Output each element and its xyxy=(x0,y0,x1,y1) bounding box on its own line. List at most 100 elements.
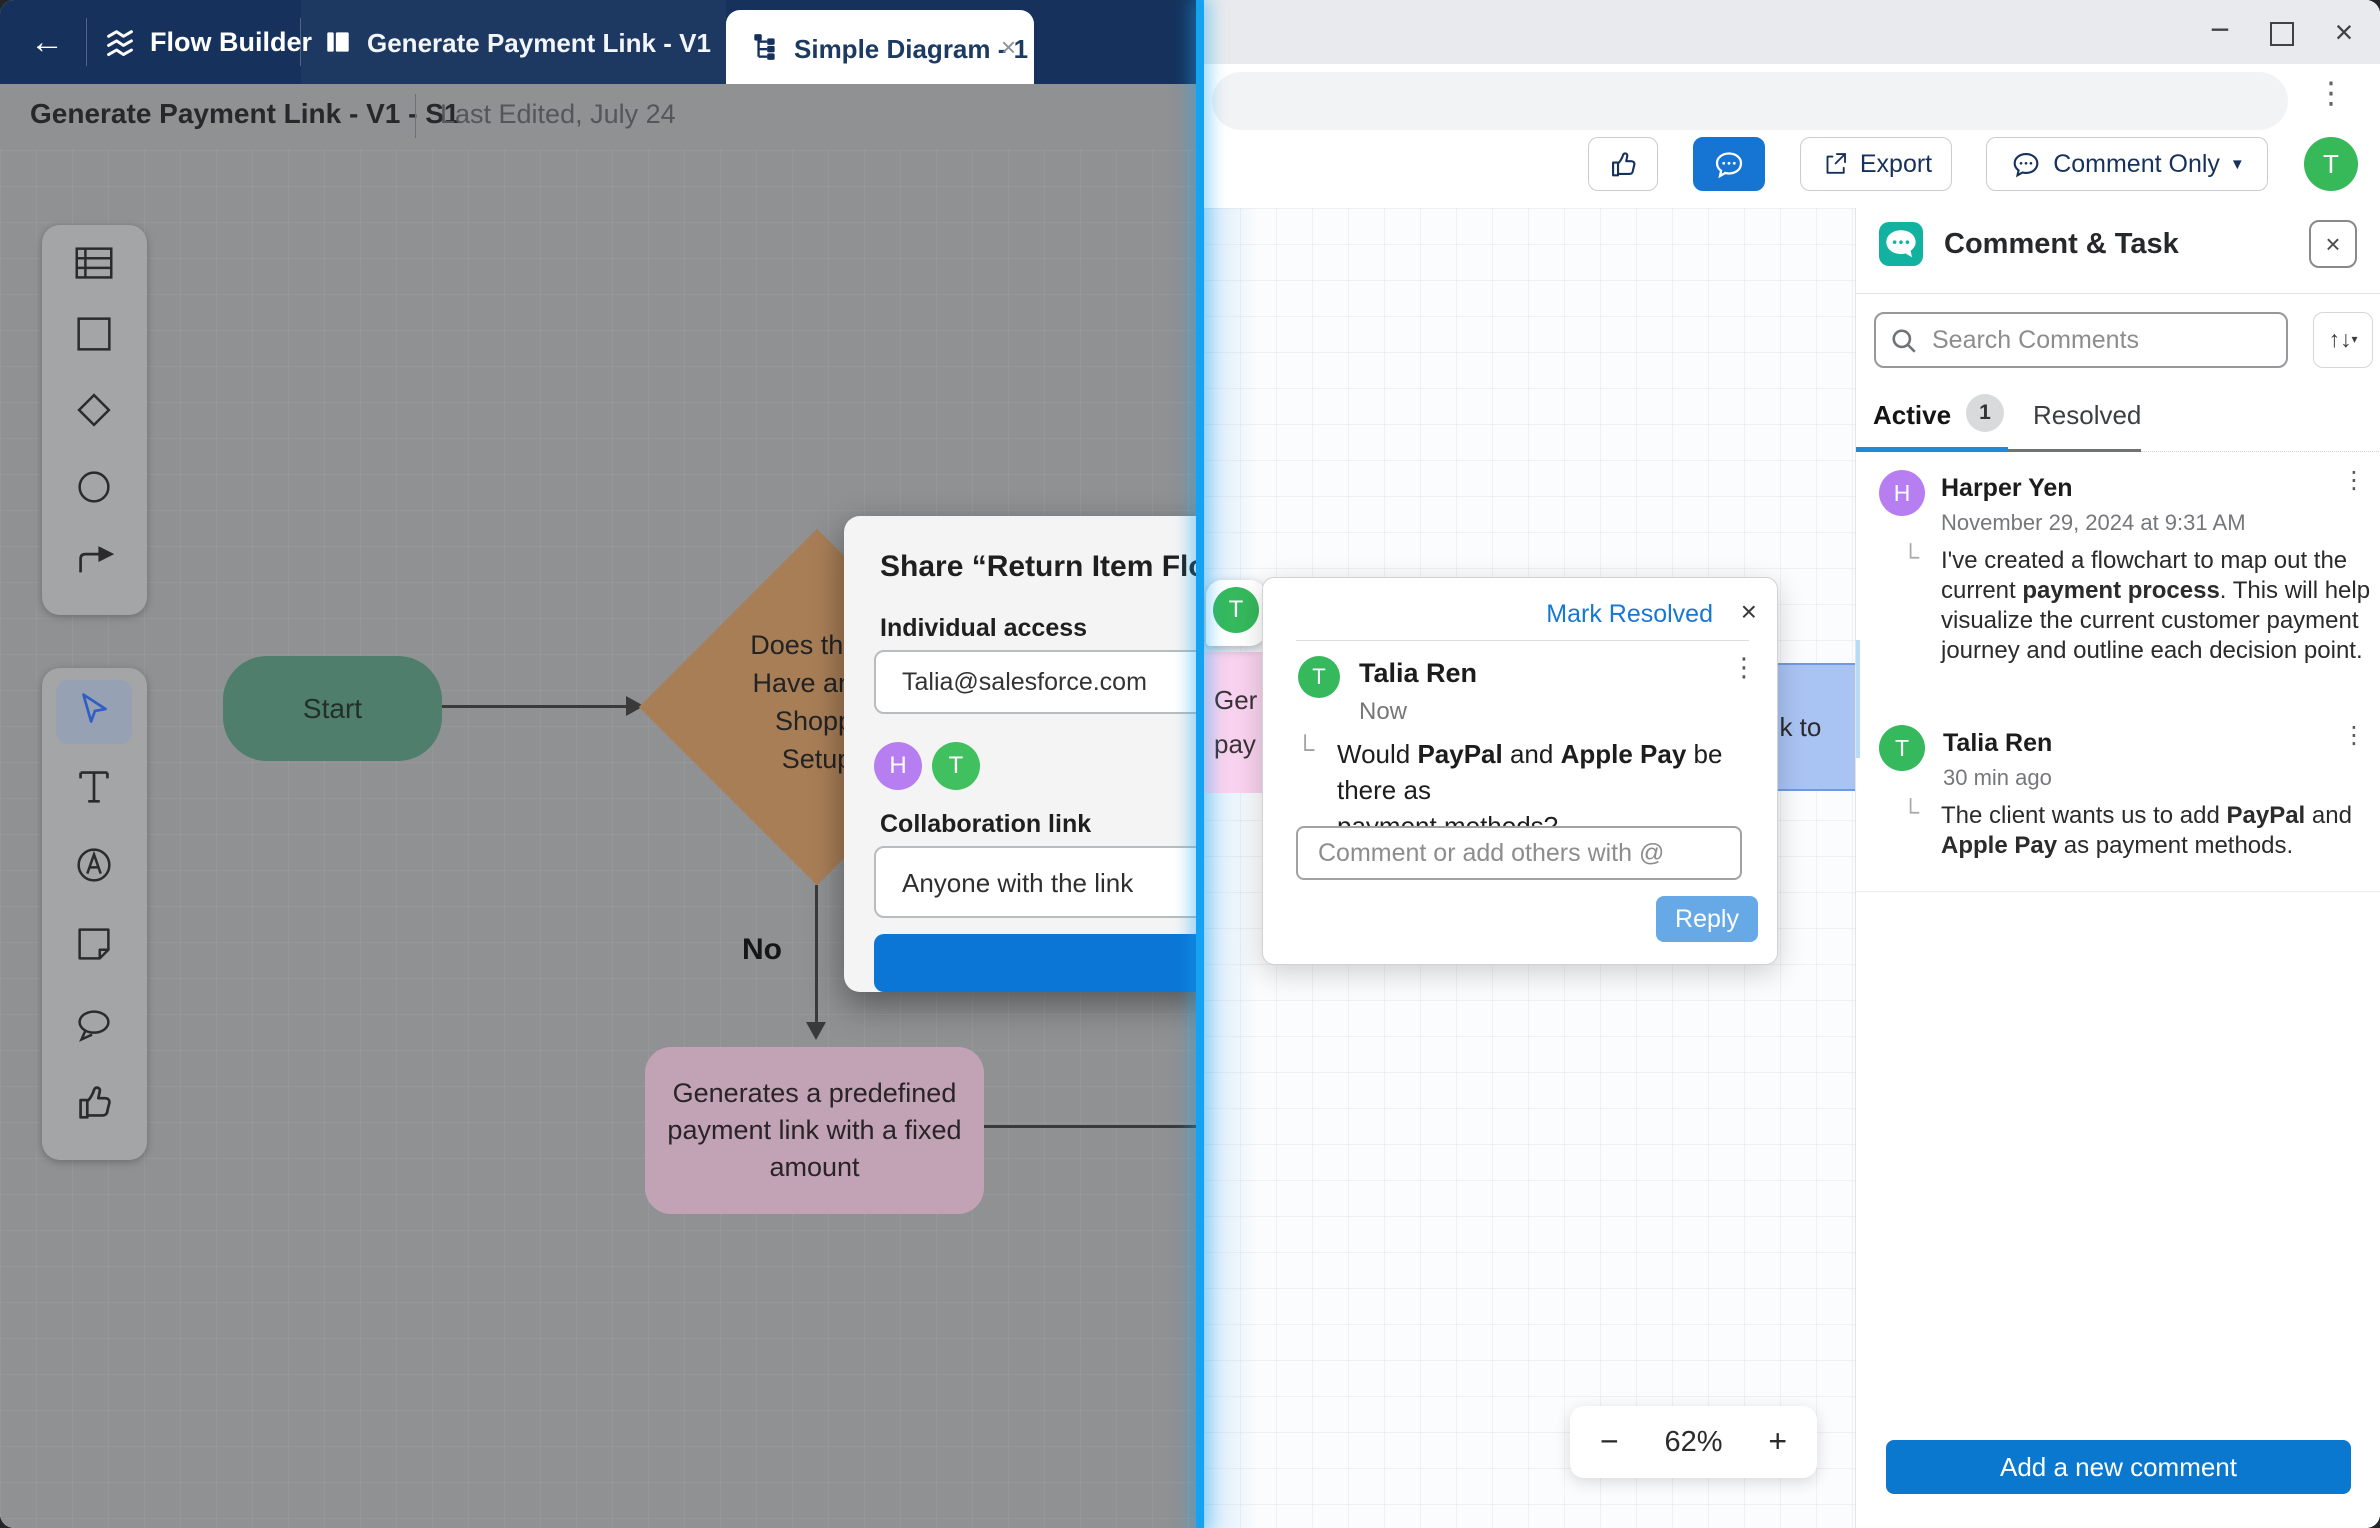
tab-label: Simple Diagram - 1 xyxy=(794,34,1029,64)
panel-title: Comment & Task xyxy=(1944,228,2179,260)
tab-active[interactable]: Active xyxy=(1873,400,1952,430)
popup-divider xyxy=(1296,640,1749,641)
active-count-badge: 1 xyxy=(1966,394,2004,432)
text-tool[interactable] xyxy=(71,763,117,809)
flow-node-start[interactable]: Start xyxy=(223,656,442,761)
zoom-in-button[interactable]: + xyxy=(1768,1423,1787,1459)
comment-menu-icon[interactable]: ⋮ xyxy=(1731,652,1757,682)
comment-body: I've created a flowchart to map out the … xyxy=(1941,547,2371,664)
zoom-control: − 62% + xyxy=(1570,1406,1817,1478)
scroll-indicator xyxy=(1856,640,1860,758)
shape-toolbar xyxy=(42,225,147,615)
flow-node-process[interactable]: Generates a predefined payment link with… xyxy=(645,1047,984,1214)
edit-toolbar xyxy=(42,668,147,1160)
maximize-button[interactable] xyxy=(2256,8,2308,56)
share-dialog-title: Share “Return Item Flow V xyxy=(880,550,1196,583)
flow-edge xyxy=(442,705,628,708)
sticky-note-tool[interactable] xyxy=(71,921,117,967)
resolved-tab-underline xyxy=(2008,449,2141,452)
comment-only-mode-button[interactable]: Comment Only ▼ xyxy=(1986,137,2268,191)
table-shape-tool[interactable] xyxy=(71,241,117,287)
address-bar[interactable] xyxy=(1212,72,2288,130)
left-pane-previous-state: Start Does the S Have an O Shoppi Setup … xyxy=(0,0,1196,1528)
share-submit-button[interactable] xyxy=(874,934,1196,992)
export-button[interactable]: Export xyxy=(1800,137,1952,191)
tab-generate-payment-link[interactable]: Generate Payment Link - V1 xyxy=(301,0,726,84)
subheader-divider xyxy=(415,94,416,138)
back-button[interactable]: ← xyxy=(30,23,64,61)
like-button[interactable] xyxy=(1588,137,1658,191)
close-window-button[interactable]: × xyxy=(2334,14,2354,50)
chevron-down-icon: ▾ xyxy=(2351,332,2358,346)
comment-body: The client wants us to add PayPal and Ap… xyxy=(1941,802,2352,859)
diamond-shape-tool[interactable] xyxy=(71,387,117,433)
collaboration-link-label: Collaboration link xyxy=(880,810,1092,838)
close-panel-button[interactable]: × xyxy=(2309,220,2357,268)
avatar-talia: T xyxy=(932,742,980,790)
link-permission-select[interactable]: Anyone with the link ▼ xyxy=(874,846,1196,918)
comment-pin-marker[interactable]: T xyxy=(1206,580,1266,646)
last-edited-label: Last Edited, July 24 xyxy=(440,99,676,129)
reply-button[interactable]: Reply xyxy=(1656,896,1758,942)
sort-comments-button[interactable]: ↑↓▾ xyxy=(2313,312,2373,368)
thumbs-up-icon xyxy=(1612,152,1636,177)
comment-bubble-tool[interactable] xyxy=(71,1002,117,1048)
comment-author: Harper Yen xyxy=(1941,474,2073,502)
export-label: Export xyxy=(1859,149,1933,178)
comment-only-label: Comment Only xyxy=(2053,149,2220,178)
circle-shape-tool[interactable] xyxy=(71,464,117,510)
diagram-tree-icon xyxy=(750,32,780,62)
chevron-down-icon: ▼ xyxy=(2229,155,2245,173)
active-tab-underline xyxy=(1856,447,2008,452)
tab-simple-diagram[interactable]: Simple Diagram - 1 × xyxy=(726,10,1034,84)
comment-task-panel: Comment & Task × ↑↓▾ Active 1 Resolved H… xyxy=(1855,208,2380,1528)
tab-label: Generate Payment Link - V1 xyxy=(367,28,711,58)
tab-resolved[interactable]: Resolved xyxy=(2033,400,2142,430)
flow-edge-arrowhead xyxy=(626,696,644,716)
nav-divider xyxy=(300,18,301,66)
close-icon[interactable]: × xyxy=(1740,596,1757,627)
comment-mode-icon xyxy=(2013,153,2039,178)
avatar-harper: H xyxy=(1879,470,1925,516)
search-comments-input[interactable] xyxy=(1876,314,2286,366)
browser-menu-icon[interactable]: ⋮ xyxy=(2316,77,2346,110)
zoom-level: 62% xyxy=(1664,1426,1723,1458)
comment-timestamp: 30 min ago xyxy=(1943,765,2052,790)
pen-tool[interactable] xyxy=(71,842,117,888)
flow-edge xyxy=(984,1125,1196,1128)
flow-builder-icon xyxy=(104,26,136,58)
reply-corner-icon: └ xyxy=(1902,799,1920,826)
minimize-button[interactable]: − xyxy=(2210,11,2230,49)
link-permission-value: Anyone with the link xyxy=(902,868,1134,898)
mark-resolved-link[interactable]: Mark Resolved xyxy=(1546,600,1713,628)
divider-glow xyxy=(1204,208,1258,1528)
comment-menu-icon[interactable]: ⋮ xyxy=(2342,722,2366,749)
share-dialog: Share “Return Item Flow V Individual acc… xyxy=(844,516,1196,992)
user-avatar[interactable]: T xyxy=(2304,137,2358,191)
rectangle-shape-tool[interactable] xyxy=(71,311,117,357)
comments-toggle-button[interactable] xyxy=(1693,137,1765,191)
thumbs-up-tool[interactable] xyxy=(71,1079,117,1125)
reply-input[interactable] xyxy=(1296,826,1742,880)
avatar-talia: T xyxy=(1213,587,1259,633)
comment-menu-icon[interactable]: ⋮ xyxy=(2342,467,2366,494)
comment-divider xyxy=(1856,891,2380,892)
comment-timestamp: November 29, 2024 at 9:31 AM xyxy=(1941,510,2246,535)
individual-access-label: Individual access xyxy=(880,614,1088,642)
close-tab-icon[interactable]: × xyxy=(1000,32,1016,62)
comment-task-icon xyxy=(1879,222,1923,266)
add-comment-button[interactable]: Add a new comment xyxy=(1886,1440,2351,1494)
comparison-slider-divider[interactable] xyxy=(1196,0,1204,1528)
share-email-input[interactable] xyxy=(874,650,1196,714)
connector-tool[interactable] xyxy=(71,534,117,580)
nav-divider xyxy=(86,18,87,66)
comment-author: Talia Ren xyxy=(1943,729,2053,757)
select-cursor-tool[interactable] xyxy=(71,687,117,733)
flow-title: Generate Payment Link - V1 - S1 xyxy=(30,98,460,129)
comment-timestamp: Now xyxy=(1359,698,1408,725)
zoom-out-button[interactable]: − xyxy=(1600,1423,1619,1459)
